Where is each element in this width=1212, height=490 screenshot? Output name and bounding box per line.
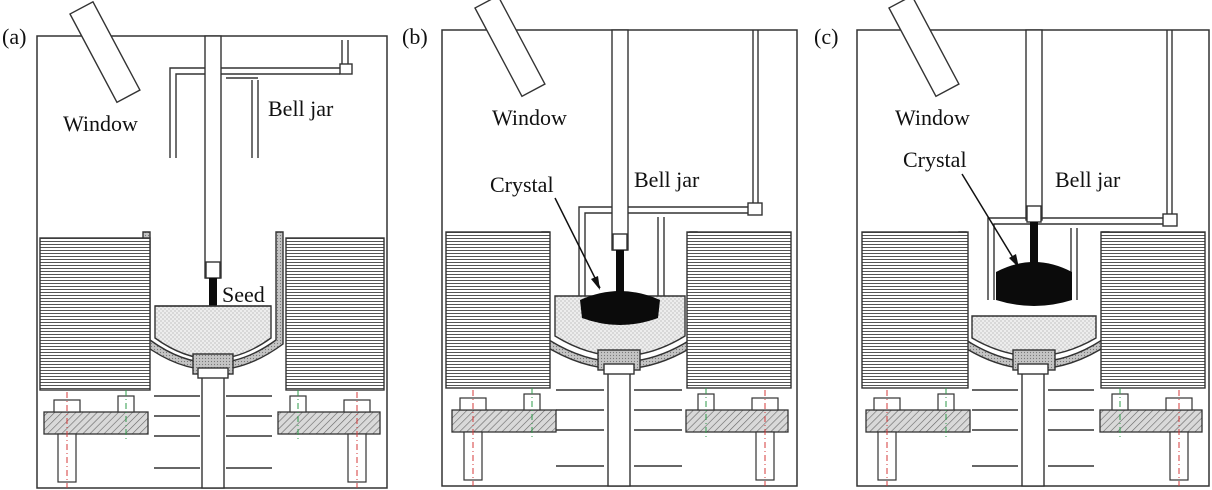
- panel-c-crystal-label: Crystal: [903, 147, 967, 172]
- panel-c-bell-jar: [987, 30, 1178, 300]
- panel-a-bell-jar: [169, 40, 353, 158]
- panel-b-right-coil: [686, 231, 792, 389]
- panel-a-right-clamp: [277, 411, 381, 435]
- panel-a-window-label: Window: [63, 111, 138, 136]
- panel-b-letter: (b): [402, 24, 428, 49]
- panel-a-pull-rod: [204, 35, 222, 279]
- panel-b-left-clamp: [451, 409, 557, 433]
- panel-c-left-coil: [861, 231, 969, 389]
- panel-c-pull-rod: [1025, 29, 1043, 223]
- panel-a-window: [69, 0, 141, 104]
- panel-a-right-coil: [285, 237, 385, 391]
- panel-a-seed: [209, 278, 217, 318]
- panel-c-right-coil: [1100, 231, 1206, 389]
- panel-b: (b) Window Crystal Bell jar: [402, 0, 798, 487]
- panel-c-support: [972, 363, 1094, 487]
- panel-c-right-clamp: [1099, 409, 1203, 433]
- panel-b-window-label: Window: [492, 105, 567, 130]
- panel-a-seed-label: Seed: [222, 282, 265, 307]
- panel-c-left-clamp: [865, 409, 971, 433]
- panel-b-window: [474, 0, 546, 98]
- panel-c-crystal: [996, 222, 1072, 306]
- panel-b-crystal-label: Crystal: [490, 172, 554, 197]
- panel-a-left-coil: [39, 237, 151, 391]
- panel-c-window-label: Window: [895, 105, 970, 130]
- panel-a-letter: (a): [2, 24, 26, 49]
- panel-a-support: [154, 367, 272, 489]
- panel-c-window: [888, 0, 960, 98]
- panel-b-bell-jar-label: Bell jar: [634, 167, 700, 192]
- panel-c: (c) Window Crystal Bell jar: [814, 0, 1210, 487]
- panel-c-bell-jar-label: Bell jar: [1055, 167, 1121, 192]
- panel-b-pull-rod: [611, 29, 629, 251]
- panel-b-left-coil: [445, 231, 551, 389]
- panel-a: (a) Window Bell jar Seed: [2, 0, 388, 489]
- panel-a-bell-jar-label: Bell jar: [268, 96, 334, 121]
- panel-b-bell-jar: [578, 30, 763, 300]
- panel-b-right-clamp: [685, 409, 789, 433]
- panel-b-crystal: [580, 250, 660, 325]
- panel-b-support: [556, 363, 682, 487]
- panel-a-left-clamp: [43, 411, 149, 435]
- panel-c-letter: (c): [814, 24, 838, 49]
